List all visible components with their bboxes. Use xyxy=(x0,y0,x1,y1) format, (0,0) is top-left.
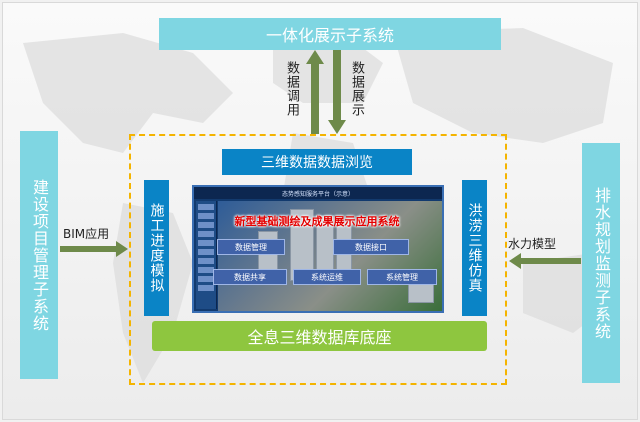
screen-button-data-sharing[interactable]: 数据共享 xyxy=(213,269,287,285)
screen-button-data-interface[interactable]: 数据接口 xyxy=(333,239,409,255)
holographic-3d-database-label: 全息三维数据库底座 xyxy=(247,328,392,347)
drainage-planning-label: 排水规划监测子系统 xyxy=(592,186,611,340)
left-arrow-icon xyxy=(509,253,581,269)
screen-sidebar xyxy=(196,201,217,309)
integrated-display-label: 一体化展示子系统 xyxy=(265,26,394,45)
vertical-arrows xyxy=(306,50,346,134)
data-call-label: 数据调用 xyxy=(284,61,299,117)
hydraulic-model-label: 水力模型 xyxy=(508,237,557,251)
construction-progress-label: 施工进度模拟 xyxy=(148,203,165,293)
screen-app-title: 新型基础测绘及成果展示应用系统 xyxy=(234,215,400,228)
screen-button-system-ops[interactable]: 系统运维 xyxy=(293,269,361,285)
holographic-3d-database-base: 全息三维数据库底座 xyxy=(152,321,487,351)
up-arrow-icon xyxy=(306,50,324,134)
construction-project-label: 建设项目管理子系统 xyxy=(30,178,49,332)
bim-application-label: BIM应用 xyxy=(63,227,110,241)
screen-topbar: 态势感知服务平台（示意） xyxy=(194,187,442,199)
flood-3d-simulation-box: 洪涝三维仿真 xyxy=(462,180,487,316)
core-platform-container xyxy=(129,134,507,385)
flood-3d-simulation-label: 洪涝三维仿真 xyxy=(466,203,483,293)
screen-button-data-management[interactable]: 数据管理 xyxy=(217,239,285,255)
integrated-display-subsystem: 一体化展示子系统 xyxy=(159,18,501,50)
construction-progress-box: 施工进度模拟 xyxy=(144,180,169,316)
right-arrow-icon xyxy=(60,241,128,257)
screen-button-system-management[interactable]: 系统管理 xyxy=(367,269,437,285)
drainage-planning-subsystem: 排水规划监测子系统 xyxy=(582,143,620,383)
3d-data-browse-label: 三维数据数据浏览 xyxy=(261,155,373,171)
down-arrow-icon xyxy=(328,50,346,134)
data-display-label: 数据展示 xyxy=(349,61,364,117)
construction-project-subsystem: 建设项目管理子系统 xyxy=(20,131,58,379)
3d-data-browse-box: 三维数据数据浏览 xyxy=(222,149,412,175)
